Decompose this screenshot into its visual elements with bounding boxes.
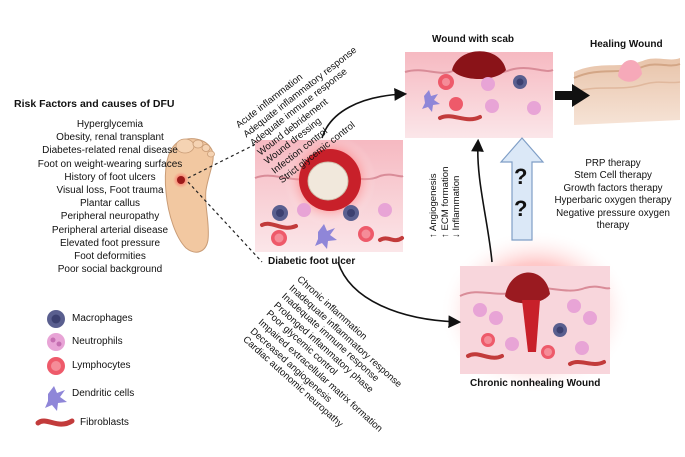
therapy-item: Hyperbaric oxygen therapy — [554, 195, 672, 207]
risk-item: Foot deformities — [74, 251, 146, 263]
therapies-list: PRP therapy Stem Cell therapy Growth fac… — [548, 158, 678, 232]
risk-item: Peripheral arterial disease — [51, 224, 169, 236]
ulcer-panel — [254, 134, 404, 252]
dashed-connector-top — [187, 143, 257, 179]
healing-process-list: ↑ Angiogenesis ↑ ECM formation ↓ Inflamm… — [428, 167, 463, 238]
arrow-to-scab — [321, 88, 408, 139]
legend-dendritic-cells: Dendritic cells — [72, 388, 135, 399]
neutrophil-icon — [47, 333, 65, 351]
risk-factors-title: Risk Factors and causes of DFU — [14, 98, 175, 110]
label-wound-with-scab: Wound with scab — [432, 34, 515, 45]
therapy-up-arrow — [499, 137, 545, 241]
scab-panel — [404, 51, 554, 138]
risk-item: Plantar callus — [79, 198, 141, 210]
therapy-item: PRP therapy — [585, 158, 641, 169]
label-chronic-nonhealing-wound: Chronic nonhealing Wound — [470, 378, 601, 389]
dendritic-cell-icon — [45, 386, 67, 411]
risk-item: Obesity, renal transplant — [56, 132, 164, 144]
therapy-item: Negative pressure oxygen therapy — [556, 207, 670, 232]
healing-process-item: ↓ Inflammation — [451, 175, 462, 238]
legend-neutrophils: Neutrophils — [72, 336, 123, 347]
label-healing-wound: Healing Wound — [590, 39, 663, 50]
risk-item: Poor social background — [57, 264, 163, 276]
arrow-to-chronic — [337, 261, 462, 329]
macrophage-icon — [47, 310, 65, 328]
risk-item: Elevated foot pressure — [59, 237, 161, 249]
question-mark-bottom: ? — [514, 196, 528, 221]
risk-item: Visual loss, Foot trauma — [56, 185, 164, 197]
fibroblast-icon — [35, 418, 75, 427]
legend-lymphocytes: Lymphocytes — [72, 360, 131, 371]
risk-item: Diabetes-related renal disease — [42, 145, 178, 157]
legend-macrophages: Macrophages — [72, 313, 133, 324]
risk-factors-list: Hyperglycemia Obesity, renal transplant … — [10, 118, 210, 276]
dashed-connector-bottom — [187, 181, 263, 263]
risk-item: History of foot ulcers — [64, 171, 156, 183]
lymphocyte-icon — [47, 357, 65, 375]
healing-process-item: ↑ ECM formation — [439, 166, 451, 238]
foot-illustration — [164, 138, 215, 253]
risk-item: Peripheral neuropathy — [60, 211, 160, 223]
arrow-scab-to-healing — [555, 84, 590, 107]
therapy-item: Stem Cell therapy — [574, 170, 652, 182]
arrow-chronic-to-scab — [471, 138, 493, 263]
chronic-panel — [440, 230, 632, 394]
risk-item: Hyperglycemia — [76, 119, 144, 130]
healing-process-item: ↑ Angiogenesis — [428, 173, 439, 238]
risk-item: Foot on weight-wearing surfaces — [37, 158, 183, 170]
healing-panel — [573, 58, 681, 125]
question-mark-top: ? — [514, 164, 528, 189]
legend-fibroblasts: Fibroblasts — [80, 417, 129, 428]
therapy-item: Growth factors therapy — [563, 182, 663, 194]
label-diabetic-foot-ulcer: Diabetic foot ulcer — [268, 256, 356, 267]
